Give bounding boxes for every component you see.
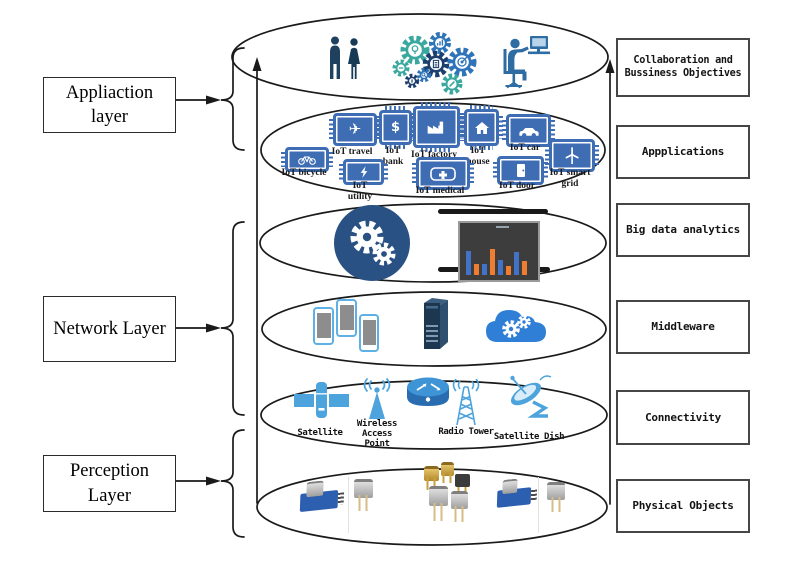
factory-glyph — [427, 121, 443, 134]
network-arrowhead — [206, 323, 221, 333]
perception-layer-box: Perception Layer — [43, 455, 176, 512]
network-layer-box: Network Layer — [43, 296, 176, 362]
big-data-analytics-box: Big data analytics — [616, 203, 750, 257]
satellite-icon — [294, 382, 349, 418]
bicycle-glyph — [298, 156, 316, 165]
iot-medical-label: IoT medical — [415, 186, 465, 196]
sensor-can-icon — [502, 478, 518, 495]
chart-frame-top-bar — [438, 209, 548, 214]
iot-door-chip-icon — [493, 156, 548, 185]
photo-divider — [348, 477, 349, 533]
iot-bicycle-chip-icon — [281, 147, 333, 172]
iot-medical-chip-icon — [412, 157, 474, 190]
sensor-module-icon — [496, 478, 532, 508]
dollar-glyph: $ — [390, 120, 401, 135]
server-tower-icon — [424, 298, 448, 349]
iot-travel-label: IoT travel — [331, 147, 373, 157]
application-arrowhead — [206, 95, 221, 105]
satellite-label: Satellite — [297, 428, 343, 438]
iot-car-chip-icon — [502, 114, 555, 147]
iot-bank-label: IoT bank — [382, 146, 404, 167]
car-glyph — [518, 127, 539, 137]
chip-pins — [382, 106, 409, 149]
cloud-gears-icon — [486, 310, 546, 342]
router-icon — [407, 377, 449, 406]
left-up-arrowhead — [252, 57, 262, 71]
iot-bicycle-label: IoT bicycle — [281, 168, 327, 178]
iot-smart-grid-chip-icon — [545, 139, 599, 172]
satellite-dish-label: Satellite Dish — [493, 432, 565, 442]
iot-factory-chip-icon — [409, 102, 464, 152]
radio-tower-icon — [452, 379, 480, 426]
iot-bank-chip-icon: $ — [375, 106, 416, 149]
satellite-dish-icon — [510, 375, 552, 418]
iot-door-label: IoT door — [499, 181, 535, 191]
house-glyph — [474, 121, 489, 134]
collaboration-objectives-box: Collaboration and Bussiness Objectives — [616, 38, 750, 97]
applications-box: Appplications — [616, 125, 750, 179]
iot-smart-grid-label: IoT smart grid — [549, 168, 591, 189]
connectivity-box: Connectivity — [616, 390, 750, 445]
chip-pins — [416, 102, 457, 152]
iot-car-label: IoT car — [509, 143, 541, 153]
network-layer-brace — [220, 221, 245, 416]
photo-divider — [538, 477, 539, 533]
gears-cluster-icon — [392, 32, 477, 95]
wireless-access-point-icon — [363, 377, 391, 419]
iot-utility-chip-icon — [339, 159, 388, 185]
gears-circle-icon — [334, 205, 410, 281]
perception-layer-brace — [220, 429, 245, 538]
door-glyph — [516, 164, 525, 177]
radio-tower-label: Radio Tower — [438, 427, 494, 437]
right-up-arrowhead — [605, 59, 615, 73]
lightning-glyph — [360, 166, 367, 178]
smartphone-icon — [313, 307, 334, 345]
middleware-box: Middleware — [616, 300, 750, 354]
big-data-ellipse — [259, 203, 607, 283]
smartphone-icon — [336, 299, 357, 337]
airplane-glyph: ✈ — [348, 120, 362, 138]
iot-factory-label: IoT factory — [411, 150, 457, 160]
chip-pins — [467, 105, 496, 150]
iot-house-chip-icon — [460, 105, 503, 150]
wireless-access-point-label: Wireless Access Point — [356, 419, 398, 449]
iot-utility-label: IoT utility — [347, 181, 373, 202]
business-people-icon — [330, 36, 360, 79]
medical-glyph — [430, 166, 456, 181]
iot-house-label: IoT house — [466, 146, 490, 167]
sensor-can-icon — [306, 480, 324, 498]
smartphone-icon — [359, 314, 379, 352]
physical-objects-box: Physical Objects — [616, 479, 750, 533]
bar-chart-screen-icon — [458, 221, 540, 282]
application-layer-box: Appliaction layer — [43, 77, 176, 133]
person-at-computer-icon — [503, 36, 550, 89]
wind-turbine-glyph — [565, 147, 579, 164]
perception-arrowhead — [206, 476, 221, 486]
iot-travel-chip-icon: ✈ — [329, 113, 381, 146]
